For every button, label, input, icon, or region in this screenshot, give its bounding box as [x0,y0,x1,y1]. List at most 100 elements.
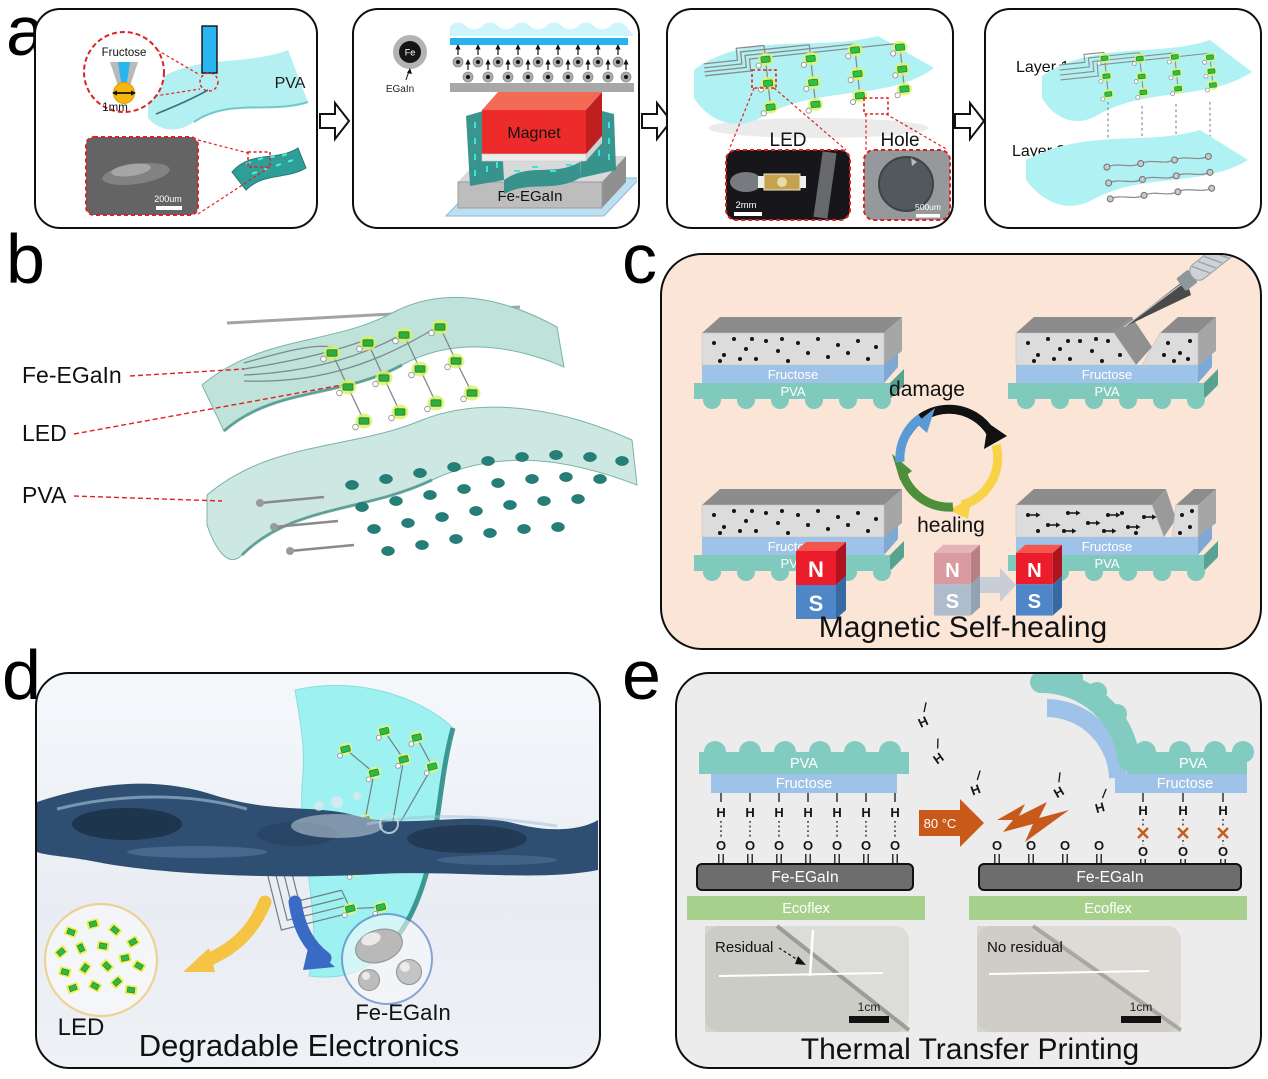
fe-egain-circle-label: Fe-EGaIn [355,1000,450,1025]
sem-scalebar [156,206,182,210]
fe-dots [1026,337,1192,363]
heat-bolt-icon [997,802,1069,842]
temperature-label: 80 °C [924,816,957,831]
hole-scalebar-label: 500um [915,202,941,212]
panel-c-title: Magnetic Self-healing [819,611,1108,644]
fe-egain-layer-label: Fe-EGaIn [1076,869,1143,886]
led-circle-label: LED [58,1014,105,1041]
panel-d-letter: d [2,636,41,714]
nozzle-size-label: 1mm [102,102,128,114]
water-surface [37,783,598,877]
fructose-layer-label: Fructose [776,776,832,792]
panel-a-step2: Fe EGaIn Fe-EGaIn [352,8,640,229]
pva-label: PVA [275,75,306,92]
scalebar [849,1016,889,1023]
flow-arrow-2 [641,100,673,142]
fe-core-label: Fe [405,48,416,58]
led-photo-inset: LED 2mm [725,130,851,221]
device-pristine [694,317,904,409]
magnet-moved [1016,544,1062,616]
dispense-nozzle [201,25,218,74]
layer2-film [1026,130,1248,206]
magnet-s-label: S [946,591,960,613]
flow-arrow-1 [319,100,351,142]
alignment-diagram [450,22,634,92]
via-pins [256,495,355,555]
panel-e-letter: e [622,636,661,714]
no-residual-label: No residual [987,939,1063,956]
led-release-arrow [183,895,272,972]
panel-e-title: Thermal Transfer Printing [801,1033,1139,1066]
panel-d-degradable: LED Fe-EGaIn Degradable Electronics [35,672,601,1069]
hole-zoom-rect [863,97,889,115]
peeling-curl [1030,674,1140,779]
damage-healing-cycle: damage healing [889,378,1007,537]
fructose-label: Fructose [102,47,147,59]
interlayer-connectors [1107,102,1211,162]
healing-label: healing [917,514,985,537]
led-debris-circle: LED [43,902,159,1041]
top-film [201,296,565,433]
sem-scalebar-label: 200um [154,194,182,204]
pva-film-printing: PVA [148,25,309,130]
panel-e-transfer-printing: PVA Fructose Fe-EGaIn Ecoflex 80 °C PVA … [675,672,1262,1069]
led-label: LED [22,420,67,446]
residual-label: Residual [715,939,773,956]
magnet-n-label: N [945,560,960,582]
panel-c-letter: c [622,220,657,298]
fe-egain-slab-label: Fe-EGaIn [497,188,562,205]
layer2-vias [1103,152,1216,203]
panel-b-illustration: Fe-EGaIn LED PVA [22,296,638,561]
fe-egain-label: Fe-EGaIn [22,362,122,388]
layer1-film [1042,40,1252,122]
bubble-icon [379,814,399,834]
panel-d-title: Degradable Electronics [139,1028,460,1063]
knife-icon [1123,255,1238,328]
led-inset-label: LED [770,130,807,151]
panel-c-self-healing: damage healing N S Magnetic Self-healing [660,253,1262,650]
flow-arrow-3 [954,100,986,142]
panel-a-step1: PVA Fructose 1mm 200um [34,8,318,229]
printed-film-thumbnail [197,139,307,215]
released-stack: PVA Fructose Fe-EGaIn Ecoflex [911,674,1254,920]
led-circuit-film [694,36,934,124]
liquid-metal-droplets [355,928,422,991]
damage-label: damage [889,378,965,401]
broken-bonds [1136,791,1230,866]
panel-a-step4: Layer 1 Layer 2 [984,8,1262,229]
healing-magnet [796,542,846,619]
hole-photo-inset: Hole 500um [863,130,951,221]
device-damaged [1008,317,1218,409]
pva-label: PVA [22,482,67,508]
fe-egain-traces [243,324,473,422]
heat-arrow: 80 °C [919,799,984,847]
fructose-layer-label: Fructose [1157,776,1213,792]
scalebar-label: 1cm [858,1000,881,1014]
led-zoom-rect [751,69,777,89]
panel-a-step3: LED 2mm Hole 500um [666,8,954,229]
bonded-stack: PVA Fructose Fe-EGaIn Ecoflex [687,741,925,920]
led-scalebar-label: 2mm [735,200,756,211]
fe-egain-release-arrow [288,895,335,970]
magnet-faded: N S [934,544,980,616]
pva-layer-label: PVA [1179,756,1207,772]
fe-dots [1036,509,1194,535]
sem-inset: 200um [85,136,199,216]
fe-egain-layer-label: Fe-EGaIn [771,869,838,886]
panel-b-letter: b [6,220,45,298]
magnet-press-diagram: Fe-EGaIn Magnet [444,92,637,217]
no-residual-photo: No residual 1cm [977,924,1183,1032]
nozzle-zoom-target [199,72,219,92]
residual-photo: Residual 1cm [705,924,911,1032]
magnet-label: Magnet [507,125,561,142]
free-oxygens [991,837,1105,865]
bottom-film [206,406,638,561]
panel-b-labels: Fe-EGaIn LED PVA [22,362,343,508]
egain-legend: Fe EGaIn [386,35,427,95]
hole-scalebar [916,214,940,218]
particle-rows [452,43,632,83]
scalebar-label: 1cm [1130,1000,1153,1014]
layer2-traces [1106,155,1212,200]
ecoflex-layer-label: Ecoflex [1084,901,1132,917]
